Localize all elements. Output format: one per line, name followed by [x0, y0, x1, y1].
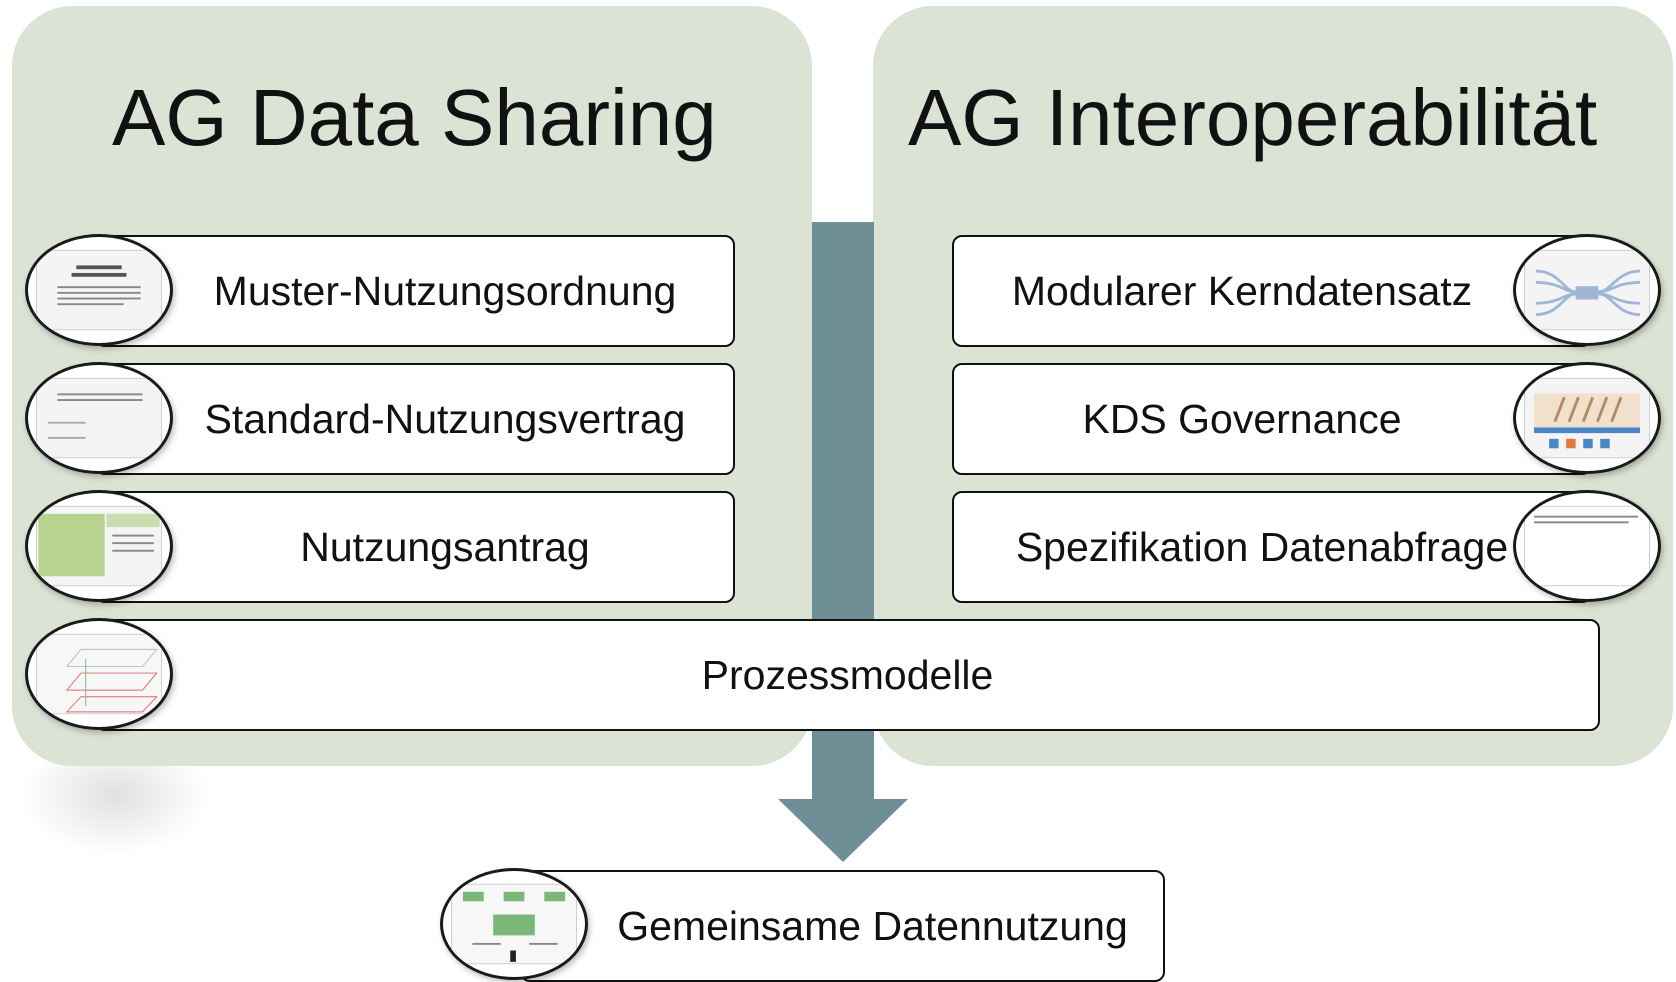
box-gemeinsame-datennutzung: Gemeinsame Datennutzung: [520, 870, 1165, 982]
diagram-thumbnail-icon: [440, 868, 588, 980]
box-modularer-kerndatensatz: Modularer Kerndatensatz: [952, 235, 1592, 347]
box-nutzungsantrag: Nutzungsantrag: [95, 491, 735, 603]
left-panel-title: AG Data Sharing: [112, 73, 717, 162]
box-label: Standard-Nutzungsvertrag: [204, 395, 686, 442]
box-label: Prozessmodelle: [701, 651, 994, 698]
box-label: Modularer Kerndatensatz: [1011, 267, 1473, 314]
box-label: KDS Governance: [1082, 395, 1402, 442]
box-prozessmodelle: Prozessmodelle: [95, 619, 1600, 731]
box-label: Gemeinsame Datennutzung: [617, 902, 1128, 949]
document-thumbnail-icon: [25, 234, 173, 346]
document-thumbnail-icon: [25, 362, 173, 474]
box-label: Spezifikation Datenabfrage: [1015, 523, 1509, 570]
right-panel-title: AG Interoperabilität: [908, 73, 1598, 162]
diagram-thumbnail-icon: [25, 618, 173, 730]
box-label: Muster-Nutzungsordnung: [213, 267, 677, 314]
box-label: Nutzungsantrag: [300, 523, 590, 570]
diagram-thumbnail-icon: [1513, 362, 1661, 474]
box-standard-nutzungsvertrag: Standard-Nutzungsvertrag: [95, 363, 735, 475]
document-thumbnail-icon: [25, 490, 173, 602]
box-muster-nutzungsordnung: Muster-Nutzungsordnung: [95, 235, 735, 347]
document-thumbnail-icon: [1513, 490, 1661, 602]
box-kds-governance: KDS Governance: [952, 363, 1592, 475]
arrow-head-icon: [778, 799, 908, 862]
box-spezifikation-datenabfrage: Spezifikation Datenabfrage: [952, 491, 1592, 603]
diagram-thumbnail-icon: [1513, 234, 1661, 346]
